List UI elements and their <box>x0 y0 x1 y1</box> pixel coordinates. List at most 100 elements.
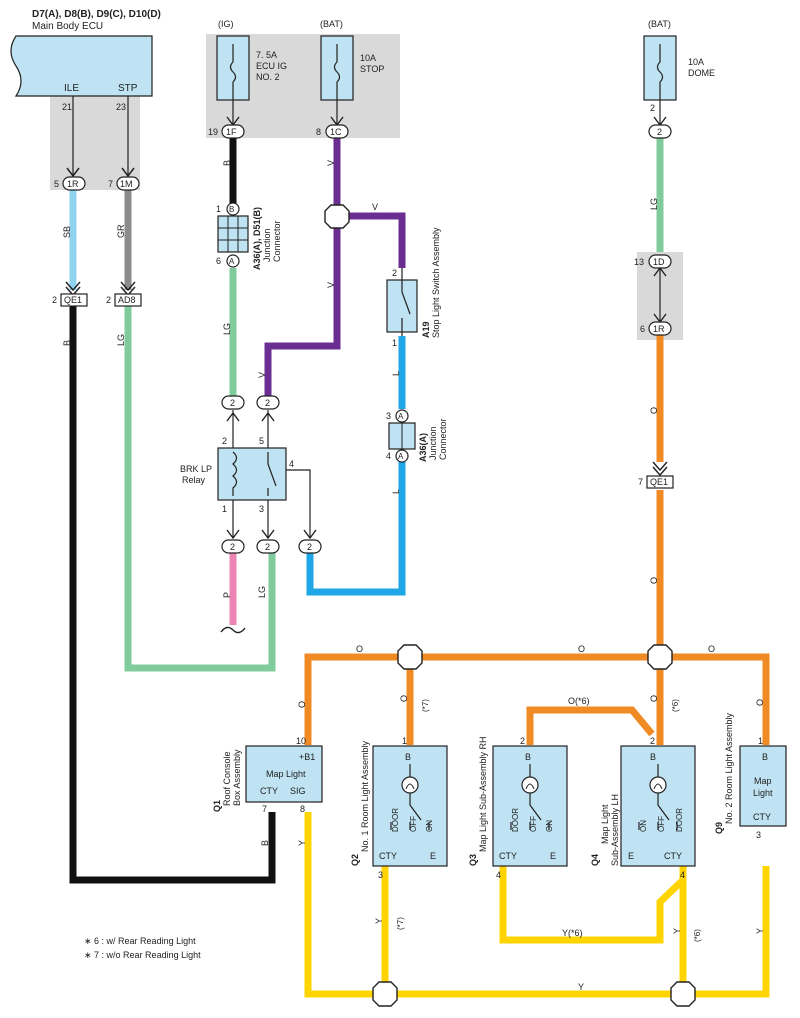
switch-door: DOOR <box>511 808 520 832</box>
ecu-subtitle: Main Body ECU <box>32 21 103 32</box>
map-switch-icon <box>510 764 550 830</box>
double-arrow-icon <box>652 461 668 477</box>
connector-label: B <box>229 205 234 214</box>
switch-icon <box>401 268 411 336</box>
connector-qe1 <box>60 293 88 307</box>
connector-2 <box>648 124 672 139</box>
ecu-pin-num: 21 <box>62 102 72 112</box>
wire-label-y: Y(*6) <box>562 928 583 938</box>
q2-pin-cty: CTY <box>379 851 397 861</box>
wire-label-gr: GR <box>116 224 126 238</box>
junction-connector-box <box>217 215 249 253</box>
q3-pin: 4 <box>496 870 501 880</box>
connector-2 <box>256 395 280 410</box>
ecu-pin-ile: ILE <box>64 83 79 94</box>
splice-junction <box>670 981 696 1007</box>
connector-label: 1R <box>67 179 79 189</box>
fuse-header-bat: (BAT) <box>648 19 671 29</box>
fuse-label: 7. 5A <box>256 50 277 60</box>
connector-pin: 2 <box>106 295 111 305</box>
wire-label-p: P <box>222 592 232 598</box>
q1-pin: 7 <box>262 804 267 814</box>
switch-off: OFF <box>409 816 418 832</box>
wire-lg-left <box>124 305 276 672</box>
q9-pin-cty: CTY <box>753 812 771 822</box>
fuse-label: DOME <box>688 68 715 78</box>
junction-connector-id: A36(A), D51(B) <box>252 207 262 270</box>
connector-b <box>226 202 240 216</box>
splice-junction <box>372 981 398 1007</box>
q1-pin: 8 <box>300 804 305 814</box>
q9-pin-b: B <box>762 752 768 762</box>
ecu-title: D7(A), D8(B), D9(C), D10(D) <box>32 9 161 20</box>
connector-a <box>395 409 409 423</box>
connector-label: 1M <box>120 179 133 189</box>
connector-pin: 3 <box>386 411 391 421</box>
wire-label-lg: LG <box>257 586 267 598</box>
q4-pin-cty: CTY <box>664 851 682 861</box>
q2-pin-b: B <box>405 752 411 762</box>
wire-continuation-icon <box>220 626 246 634</box>
wire-label-y: Y <box>755 928 765 934</box>
q1-map-light-box <box>245 745 323 803</box>
relay-pin: 2 <box>222 436 227 446</box>
connector-pin: 7 <box>638 477 643 487</box>
q3-pin-e: E <box>550 851 556 861</box>
q4-pin: 2 <box>650 736 655 746</box>
wire-label-o: O(*6) <box>568 696 590 706</box>
q4-id: Q4 <box>590 854 600 866</box>
wire-label-lg: LG <box>116 334 126 346</box>
fuse-label: 10A <box>688 57 704 67</box>
note-7: ∗ 7 : w/o Rear Reading Light <box>84 950 201 960</box>
fuse-icon <box>229 44 237 100</box>
q2-name: No. 1 Room Light Assembly <box>360 740 370 852</box>
wire-note: (*7) <box>421 699 430 712</box>
switch-on: ON <box>639 820 648 832</box>
connector-pin: 6 <box>640 324 645 334</box>
stop-switch-id: A19 <box>421 321 431 338</box>
wire-label-o: O <box>649 695 659 702</box>
connector-label: 2 <box>230 542 235 552</box>
connector-label: AD8 <box>118 295 136 305</box>
wire-label-o: O <box>356 644 363 654</box>
wire-label-v: V <box>326 160 336 166</box>
wire-o-bus <box>304 653 770 745</box>
wire-label-o: O <box>649 407 659 414</box>
splice-junction <box>647 644 673 670</box>
wire-note: (*6) <box>693 929 702 942</box>
wire-label-v: V <box>326 282 336 288</box>
map-switch-icon <box>638 764 678 830</box>
fuse-header-ig: (IG) <box>218 19 234 29</box>
connector-2 <box>221 395 245 410</box>
wire-label-y: Y <box>374 918 384 924</box>
relay-switch-icon <box>267 452 277 496</box>
ecu-box <box>10 35 153 97</box>
q4-name: Map Light <box>600 804 610 844</box>
connector-label: 2 <box>265 398 270 408</box>
connector-1c <box>325 124 349 139</box>
q1-pin: 10 <box>296 736 306 746</box>
connector-label: QE1 <box>64 295 82 305</box>
wire-b-left <box>69 305 276 884</box>
bulb-filament <box>405 783 415 790</box>
connector-label: A <box>398 452 404 461</box>
connector-label: 2 <box>265 542 270 552</box>
connector-2 <box>256 539 280 554</box>
connector-pin: 5 <box>54 179 59 189</box>
brk-lp-relay <box>217 447 287 501</box>
q4-pin: 4 <box>680 870 685 880</box>
q9-name: No. 2 Room Light Assembly <box>724 712 734 824</box>
connector-pin: 7 <box>108 179 113 189</box>
wire-label-l: L <box>391 489 401 494</box>
connector-label: 2 <box>307 542 312 552</box>
switch-on: ON <box>425 820 434 832</box>
connector-1m <box>116 176 140 191</box>
q3-name: Map Light Sub-Assembly RH <box>478 736 488 852</box>
wire-o-q3 <box>526 706 655 745</box>
connector-pin: 13 <box>634 257 644 267</box>
coil-icon <box>232 451 238 496</box>
relay-pin: 5 <box>259 436 264 446</box>
junction-connector-name: Connector <box>272 220 282 262</box>
q4-pin-b: B <box>650 752 656 762</box>
